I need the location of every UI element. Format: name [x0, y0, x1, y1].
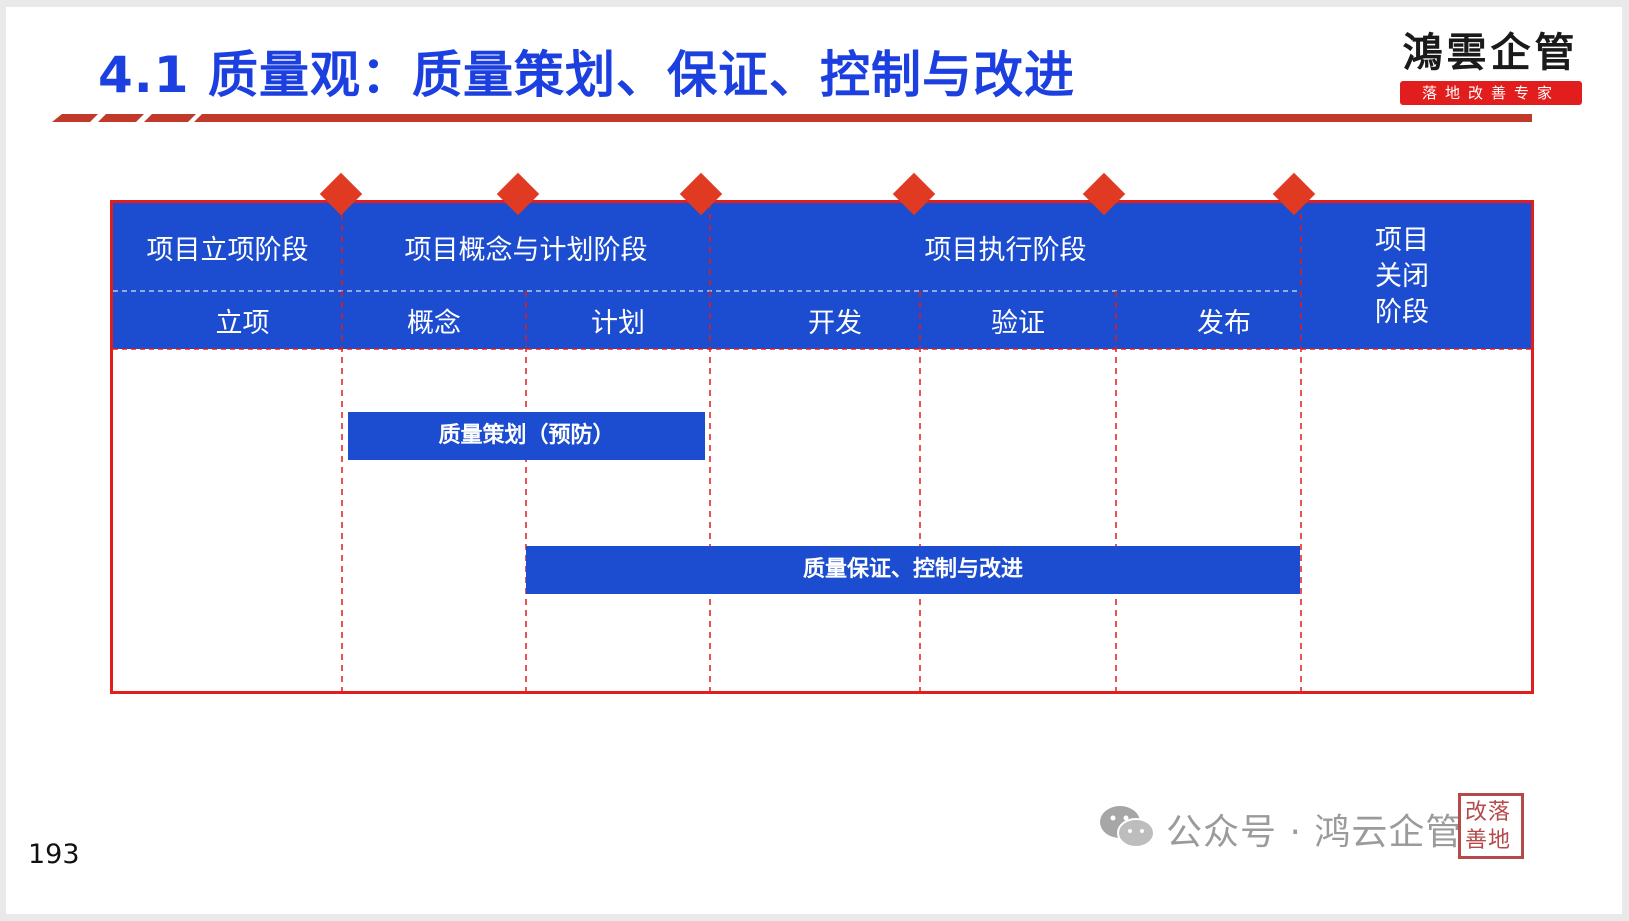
underline-dash-3 — [144, 114, 196, 122]
seal-text: 改落善地 — [1465, 800, 1512, 853]
underline-rule — [194, 114, 1532, 122]
phase-milestone-markers — [319, 172, 1316, 216]
underline-dash-2 — [98, 114, 144, 122]
milestone-marker-2 — [496, 172, 540, 216]
phase-grid — [113, 203, 1531, 691]
sub-label-initiation: 立项 — [215, 308, 270, 339]
quality-planning-bar: 质量策划（预防） — [348, 412, 705, 460]
seal-stamp: 改落善地 — [1458, 793, 1524, 859]
sub-label-plan: 计划 — [591, 308, 645, 339]
sub-label-develop: 开发 — [808, 308, 862, 339]
title-underline — [52, 114, 1532, 122]
milestone-marker-6 — [1272, 172, 1316, 216]
phase-label-concept-plan: 项目概念与计划阶段 — [404, 235, 648, 266]
sub-label-concept: 概念 — [407, 308, 461, 339]
sub-label-verify: 验证 — [991, 308, 1045, 339]
milestone-marker-1 — [319, 172, 363, 216]
page-number: 193 — [28, 839, 80, 870]
logo-name: 鴻雲企管 — [1402, 29, 1579, 76]
sub-label-release: 发布 — [1197, 308, 1251, 339]
phase-label-execution: 项目执行阶段 — [924, 235, 1087, 266]
phase-header-band — [113, 203, 1531, 349]
quality-assurance-bar: 质量保证、控制与改进 — [526, 546, 1300, 594]
phase-label-closure: 项目 关闭 阶段 — [1375, 225, 1429, 328]
milestone-marker-3 — [679, 172, 723, 216]
underline-dash-1 — [52, 114, 98, 122]
watermark-text: 公众号 · 鸿云企管 — [1166, 812, 1463, 853]
slide: 4.1 质量观：质量策划、保证、控制与改进 鴻雲企管 落地改善专家 项目立项阶段… — [6, 7, 1622, 914]
phase-label-initiation: 项目立项阶段 — [146, 235, 309, 266]
milestone-marker-4 — [892, 172, 936, 216]
logo-tagline: 落地改善专家 — [1400, 81, 1582, 105]
milestone-marker-5 — [1082, 172, 1126, 216]
wechat-icon — [1100, 806, 1155, 848]
company-logo: 鴻雲企管 落地改善专家 — [1398, 29, 1583, 107]
slide-title: 4.1 质量观：质量策划、保证、控制与改进 — [98, 46, 1075, 104]
phase-diagram: 项目立项阶段 项目概念与计划阶段 项目执行阶段 项目 关闭 阶段 立项 概念 计… — [110, 200, 1534, 694]
